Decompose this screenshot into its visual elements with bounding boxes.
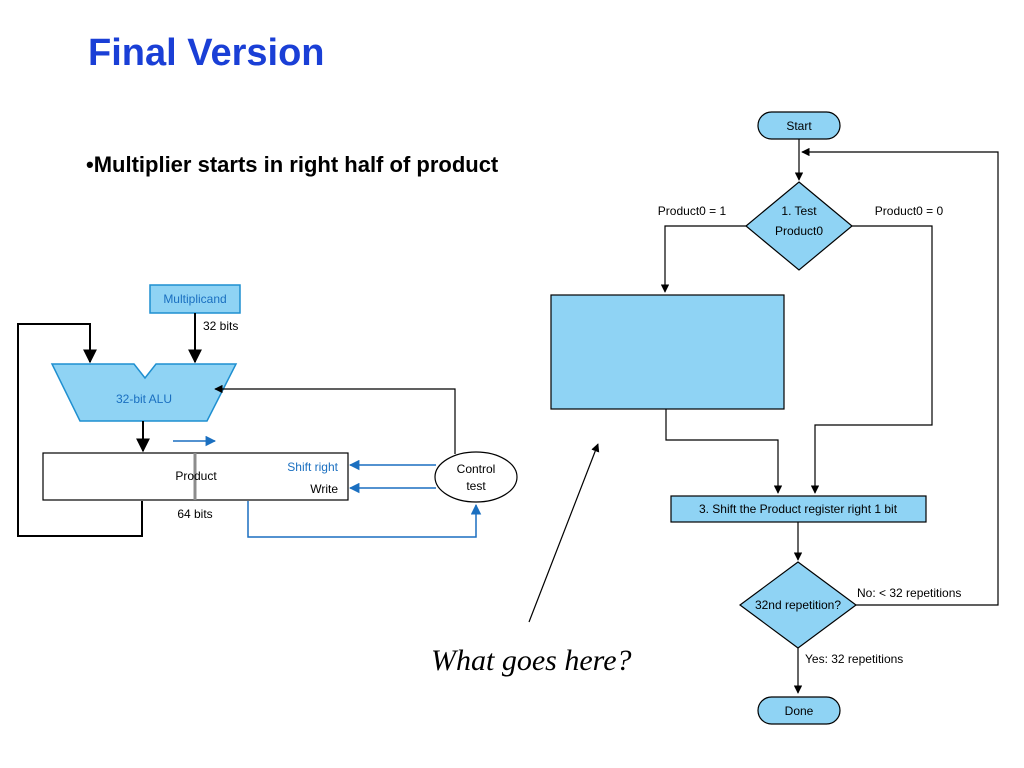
control-label-line1: Control bbox=[457, 462, 496, 476]
done-terminal bbox=[757, 696, 841, 725]
question-pointer-arrow bbox=[528, 443, 600, 623]
write-label: Write bbox=[310, 482, 338, 496]
question-annotation: What goes here? bbox=[431, 644, 632, 677]
branch-one-arrow bbox=[660, 225, 746, 293]
shift-step-label: 3. Shift the Product register right 1 bi… bbox=[699, 502, 898, 516]
product-width-label: 64 bits bbox=[177, 507, 212, 521]
test-product0-diamond bbox=[745, 181, 853, 271]
missing-step-to-shift-arrow bbox=[665, 409, 783, 494]
product-label: Product bbox=[175, 469, 217, 483]
repetition-label: 32nd repetition? bbox=[755, 598, 841, 612]
yes-repetition-label: Yes: 32 repetitions bbox=[805, 652, 903, 666]
control-label-line2: test bbox=[466, 479, 486, 493]
missing-step-box bbox=[550, 294, 785, 410]
alu-shape bbox=[50, 363, 238, 422]
shift-right-label: Shift right bbox=[287, 460, 338, 474]
test-label-line2: Product0 bbox=[775, 224, 823, 238]
product0-to-control-wire bbox=[247, 501, 482, 538]
branch-product0-equals-1: Product0 = 1 bbox=[658, 204, 727, 218]
alu-label: 32-bit ALU bbox=[116, 392, 172, 406]
no-loop-arrow bbox=[801, 147, 999, 606]
branch-zero-arrow bbox=[810, 225, 933, 494]
start-label: Start bbox=[786, 119, 812, 133]
multiplicand-width-label: 32 bits bbox=[203, 319, 238, 333]
multiplicand-label: Multiplicand bbox=[163, 292, 226, 306]
done-label: Done bbox=[785, 704, 814, 718]
bullet-point: •Multiplier starts in right half of prod… bbox=[86, 152, 499, 177]
no-repetition-label: No: < 32 repetitions bbox=[857, 586, 961, 600]
slide-title: Final Version bbox=[88, 32, 325, 74]
product-feedback-wire bbox=[17, 323, 143, 537]
branch-product0-equals-0: Product0 = 0 bbox=[875, 204, 944, 218]
test-label-line1: 1. Test bbox=[781, 204, 817, 218]
control-test-ellipse bbox=[434, 451, 518, 503]
control-to-alu-wire bbox=[214, 384, 456, 454]
shift-step-box bbox=[670, 495, 927, 523]
